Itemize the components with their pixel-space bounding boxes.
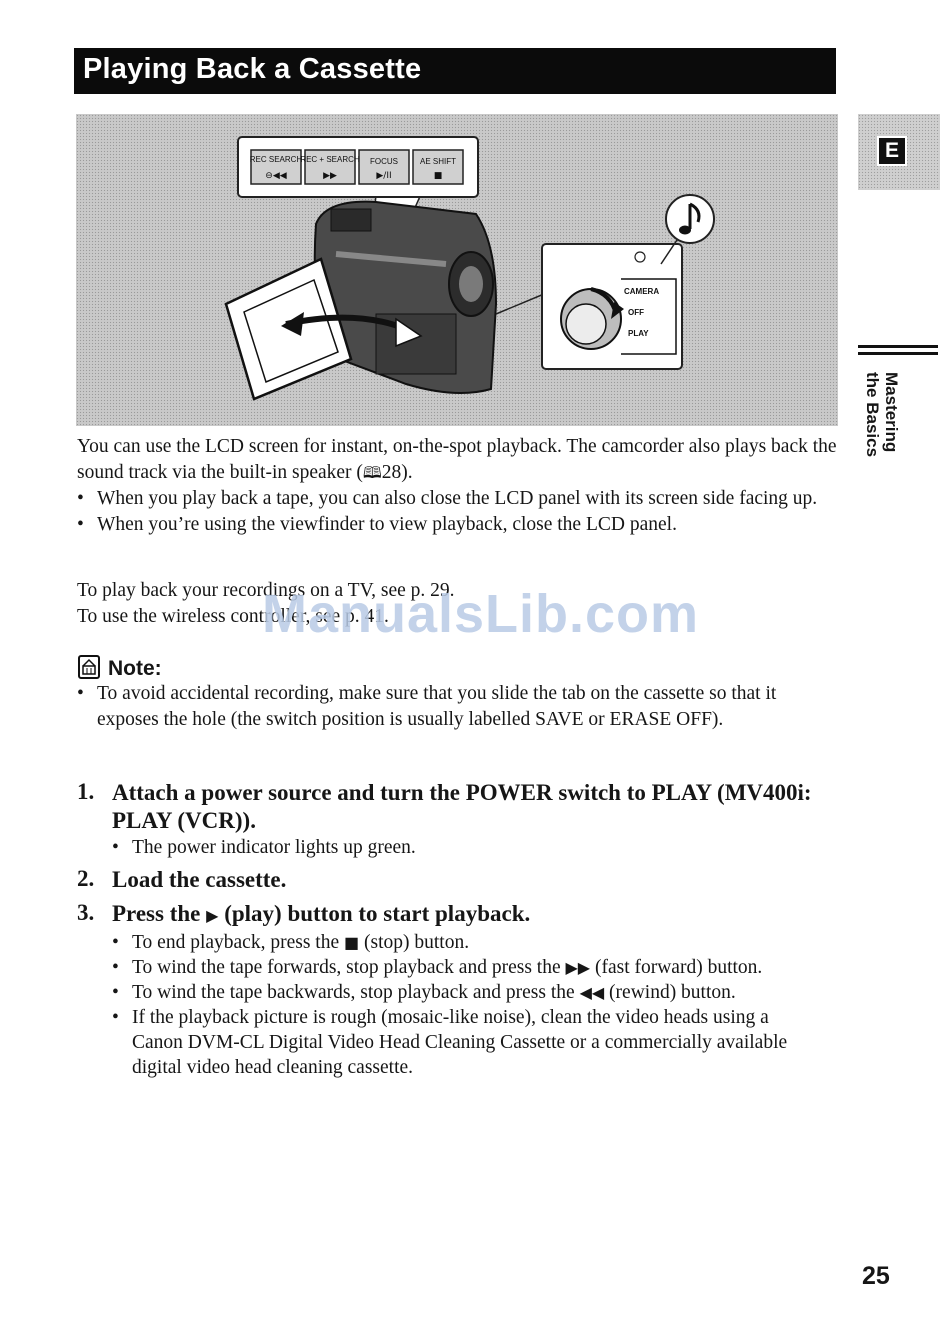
dial-position-play: PLAY [628, 329, 649, 338]
intro-paragraph: You can use the LCD screen for instant, … [77, 434, 842, 486]
play-icon: ▶ [206, 906, 219, 925]
power-dial: CAMERA OFF PLAY [560, 278, 677, 355]
note-body: To avoid accidental recording, make sure… [77, 681, 822, 733]
control-button-rec-plus-search: REC + SEARCH ▶▶ [300, 149, 360, 185]
title-bar: Playing Back a Cassette [74, 48, 836, 94]
button-label: REC SEARCH [250, 155, 303, 164]
bullet-text: To wind the tape backwards, stop playbac… [132, 982, 575, 1003]
step-number: 2. [77, 866, 95, 891]
section-label-line1: Mastering [882, 372, 901, 453]
button-glyph: ⊖◀◀ [265, 171, 286, 181]
note-icon [78, 655, 100, 685]
tv-reference: To play back your recordings on a TV, se… [77, 580, 455, 601]
section-label-line2: the Basics [863, 372, 882, 458]
playback-illustration: REC SEARCH ⊖◀◀ REC + SEARCH ▶▶ FOCUS ▶/I… [76, 114, 838, 426]
step-title-post: (play) button to start playback. [224, 901, 531, 926]
list-item: When you’re using the viewfinder to view… [77, 512, 842, 538]
camcorder-icon [224, 200, 498, 401]
rewind-icon: ◀◀ [579, 983, 605, 1002]
button-label: AE SHIFT [420, 157, 456, 166]
intro-section: You can use the LCD screen for instant, … [77, 434, 842, 538]
callout-line [495, 293, 545, 315]
list-item: The power indicator lights up green. [112, 835, 822, 860]
section-rules [858, 345, 938, 359]
page-title: Playing Back a Cassette [83, 53, 422, 85]
intro-text: You can use the LCD screen for instant, … [77, 436, 837, 483]
bullet-text: (fast forward) button. [594, 957, 763, 978]
dial-position-camera: CAMERA [624, 287, 659, 296]
watermark: ManualsLib.com [262, 584, 700, 644]
note-title: Note: [108, 657, 162, 680]
button-glyph: ▶▶ [323, 171, 337, 181]
button-glyph: ▶/II [376, 171, 391, 181]
list-item: To wind the tape backwards, stop playbac… [112, 980, 822, 1005]
wireless-reference: To use the wireless controller, see p. 4… [77, 606, 389, 627]
step-title-pre: Press the [112, 901, 201, 926]
note-heading: Note: [78, 655, 162, 685]
intro-page-ref: 28). [381, 462, 413, 483]
button-glyph: ■ [434, 171, 443, 181]
list-item: If the playback picture is rough (mosaic… [112, 1005, 822, 1080]
list-item: To wind the tape forwards, stop playback… [112, 955, 822, 980]
step-3: 3. Press the ▶ (play) button to start pl… [77, 900, 822, 1080]
step-title: Load the cassette. [112, 867, 287, 892]
list-item: To avoid accidental recording, make sure… [77, 681, 822, 733]
dial-position-off: OFF [628, 308, 644, 317]
step-title: Attach a power source and turn the POWER… [112, 780, 812, 833]
step-number: 1. [77, 779, 95, 804]
fast-forward-icon: ▶▶ [565, 958, 591, 977]
music-note-icon [665, 194, 715, 244]
control-button-focus: FOCUS ▶/II [358, 149, 410, 185]
bullet-text: (rewind) button. [609, 982, 736, 1003]
arrow-icon [281, 312, 304, 336]
step-number: 3. [77, 900, 95, 925]
step-1: 1. Attach a power source and turn the PO… [77, 779, 822, 860]
intro-bullets: When you play back a tape, you can also … [77, 486, 842, 538]
list-item: To end playback, press the ■ (stop) butt… [112, 930, 822, 955]
language-tab: E [858, 114, 940, 190]
page-number: 25 [862, 1262, 890, 1290]
bullet-text: To end playback, press the [132, 932, 340, 953]
step-title: Press the ▶ (play) button to start playb… [112, 900, 822, 930]
bullet-text: (stop) button. [364, 932, 470, 953]
button-label: FOCUS [370, 157, 398, 166]
bullet-text: To wind the tape forwards, stop playback… [132, 957, 561, 978]
step-2: 2. Load the cassette. [77, 866, 822, 894]
arrow-icon [395, 317, 423, 348]
language-letter: E [877, 136, 907, 166]
button-label: REC + SEARCH [300, 155, 360, 164]
control-button-rec-search: REC SEARCH ⊖◀◀ [250, 149, 303, 185]
camcorder-diagram: REC SEARCH ⊖◀◀ REC + SEARCH ▶▶ FOCUS ▶/I… [224, 136, 715, 401]
stop-icon: ■ [344, 933, 360, 952]
control-button-ae-shift: AE SHIFT ■ [412, 149, 464, 185]
reference-lines: To play back your recordings on a TV, se… [77, 578, 842, 630]
list-item: When you play back a tape, you can also … [77, 486, 842, 512]
section-label: Mastering the Basics [857, 372, 901, 482]
steps-section: 1. Attach a power source and turn the PO… [77, 779, 822, 1080]
book-icon: 🕮 [362, 463, 382, 482]
